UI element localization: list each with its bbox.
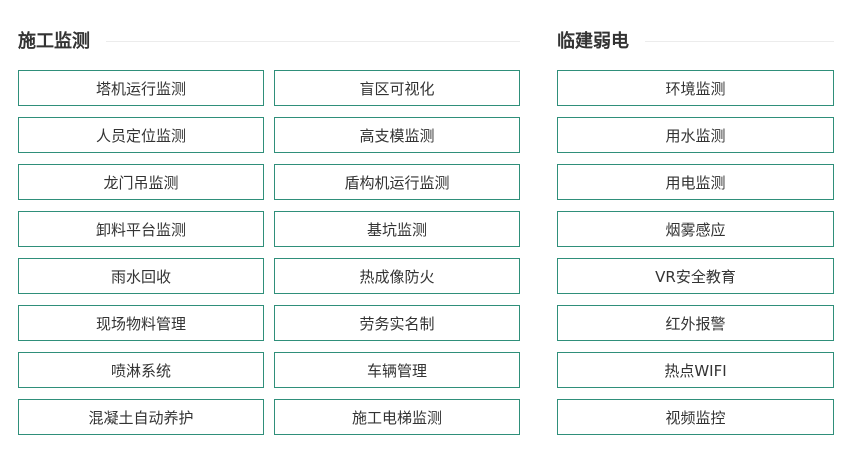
item-hotspot-wifi[interactable]: 热点WIFI xyxy=(557,352,834,388)
weak-current-title: 临建弱电 xyxy=(557,31,629,52)
item-labor-realname[interactable]: 劳务实名制 xyxy=(274,305,520,341)
item-video-surveillance[interactable]: 视频监控 xyxy=(557,399,834,435)
item-vr-safety[interactable]: VR安全教育 xyxy=(557,258,834,294)
item-thermal-fire[interactable]: 热成像防火 xyxy=(274,258,520,294)
item-shield-machine[interactable]: 盾构机运行监测 xyxy=(274,164,520,200)
item-personnel-location[interactable]: 人员定位监测 xyxy=(18,117,264,153)
item-blind-zone[interactable]: 盲区可视化 xyxy=(274,70,520,106)
item-electricity-usage[interactable]: 用电监测 xyxy=(557,164,834,200)
item-high-formwork[interactable]: 高支模监测 xyxy=(274,117,520,153)
construction-header: 施工监测 xyxy=(18,24,520,56)
item-rainwater-recovery[interactable]: 雨水回收 xyxy=(18,258,264,294)
item-environment[interactable]: 环境监测 xyxy=(557,70,834,106)
item-spray-system[interactable]: 喷淋系统 xyxy=(18,352,264,388)
item-material-management[interactable]: 现场物料管理 xyxy=(18,305,264,341)
item-elevator-monitor[interactable]: 施工电梯监测 xyxy=(274,399,520,435)
item-foundation-pit[interactable]: 基坑监测 xyxy=(274,211,520,247)
weak-current-section: 临建弱电 环境监测 用水监测 用电监测 烟雾感应 VR安全教育 红外报警 热点W… xyxy=(557,24,834,435)
item-smoke-sensor[interactable]: 烟雾感应 xyxy=(557,211,834,247)
item-gantry-crane[interactable]: 龙门吊监测 xyxy=(18,164,264,200)
item-water-usage[interactable]: 用水监测 xyxy=(557,117,834,153)
construction-section: 施工监测 塔机运行监测 盲区可视化 人员定位监测 高支模监测 龙门吊监测 盾构机… xyxy=(18,24,520,435)
item-infrared-alarm[interactable]: 红外报警 xyxy=(557,305,834,341)
construction-grid: 塔机运行监测 盲区可视化 人员定位监测 高支模监测 龙门吊监测 盾构机运行监测 … xyxy=(18,70,520,435)
item-concrete-curing[interactable]: 混凝土自动养护 xyxy=(18,399,264,435)
item-tower-crane[interactable]: 塔机运行监测 xyxy=(18,70,264,106)
item-unloading-platform[interactable]: 卸料平台监测 xyxy=(18,211,264,247)
header-divider xyxy=(106,40,520,42)
weak-current-grid: 环境监测 用水监测 用电监测 烟雾感应 VR安全教育 红外报警 热点WIFI 视… xyxy=(557,70,834,435)
weak-current-header: 临建弱电 xyxy=(557,24,834,56)
construction-title: 施工监测 xyxy=(18,31,90,52)
header-divider xyxy=(645,40,834,42)
item-vehicle-management[interactable]: 车辆管理 xyxy=(274,352,520,388)
